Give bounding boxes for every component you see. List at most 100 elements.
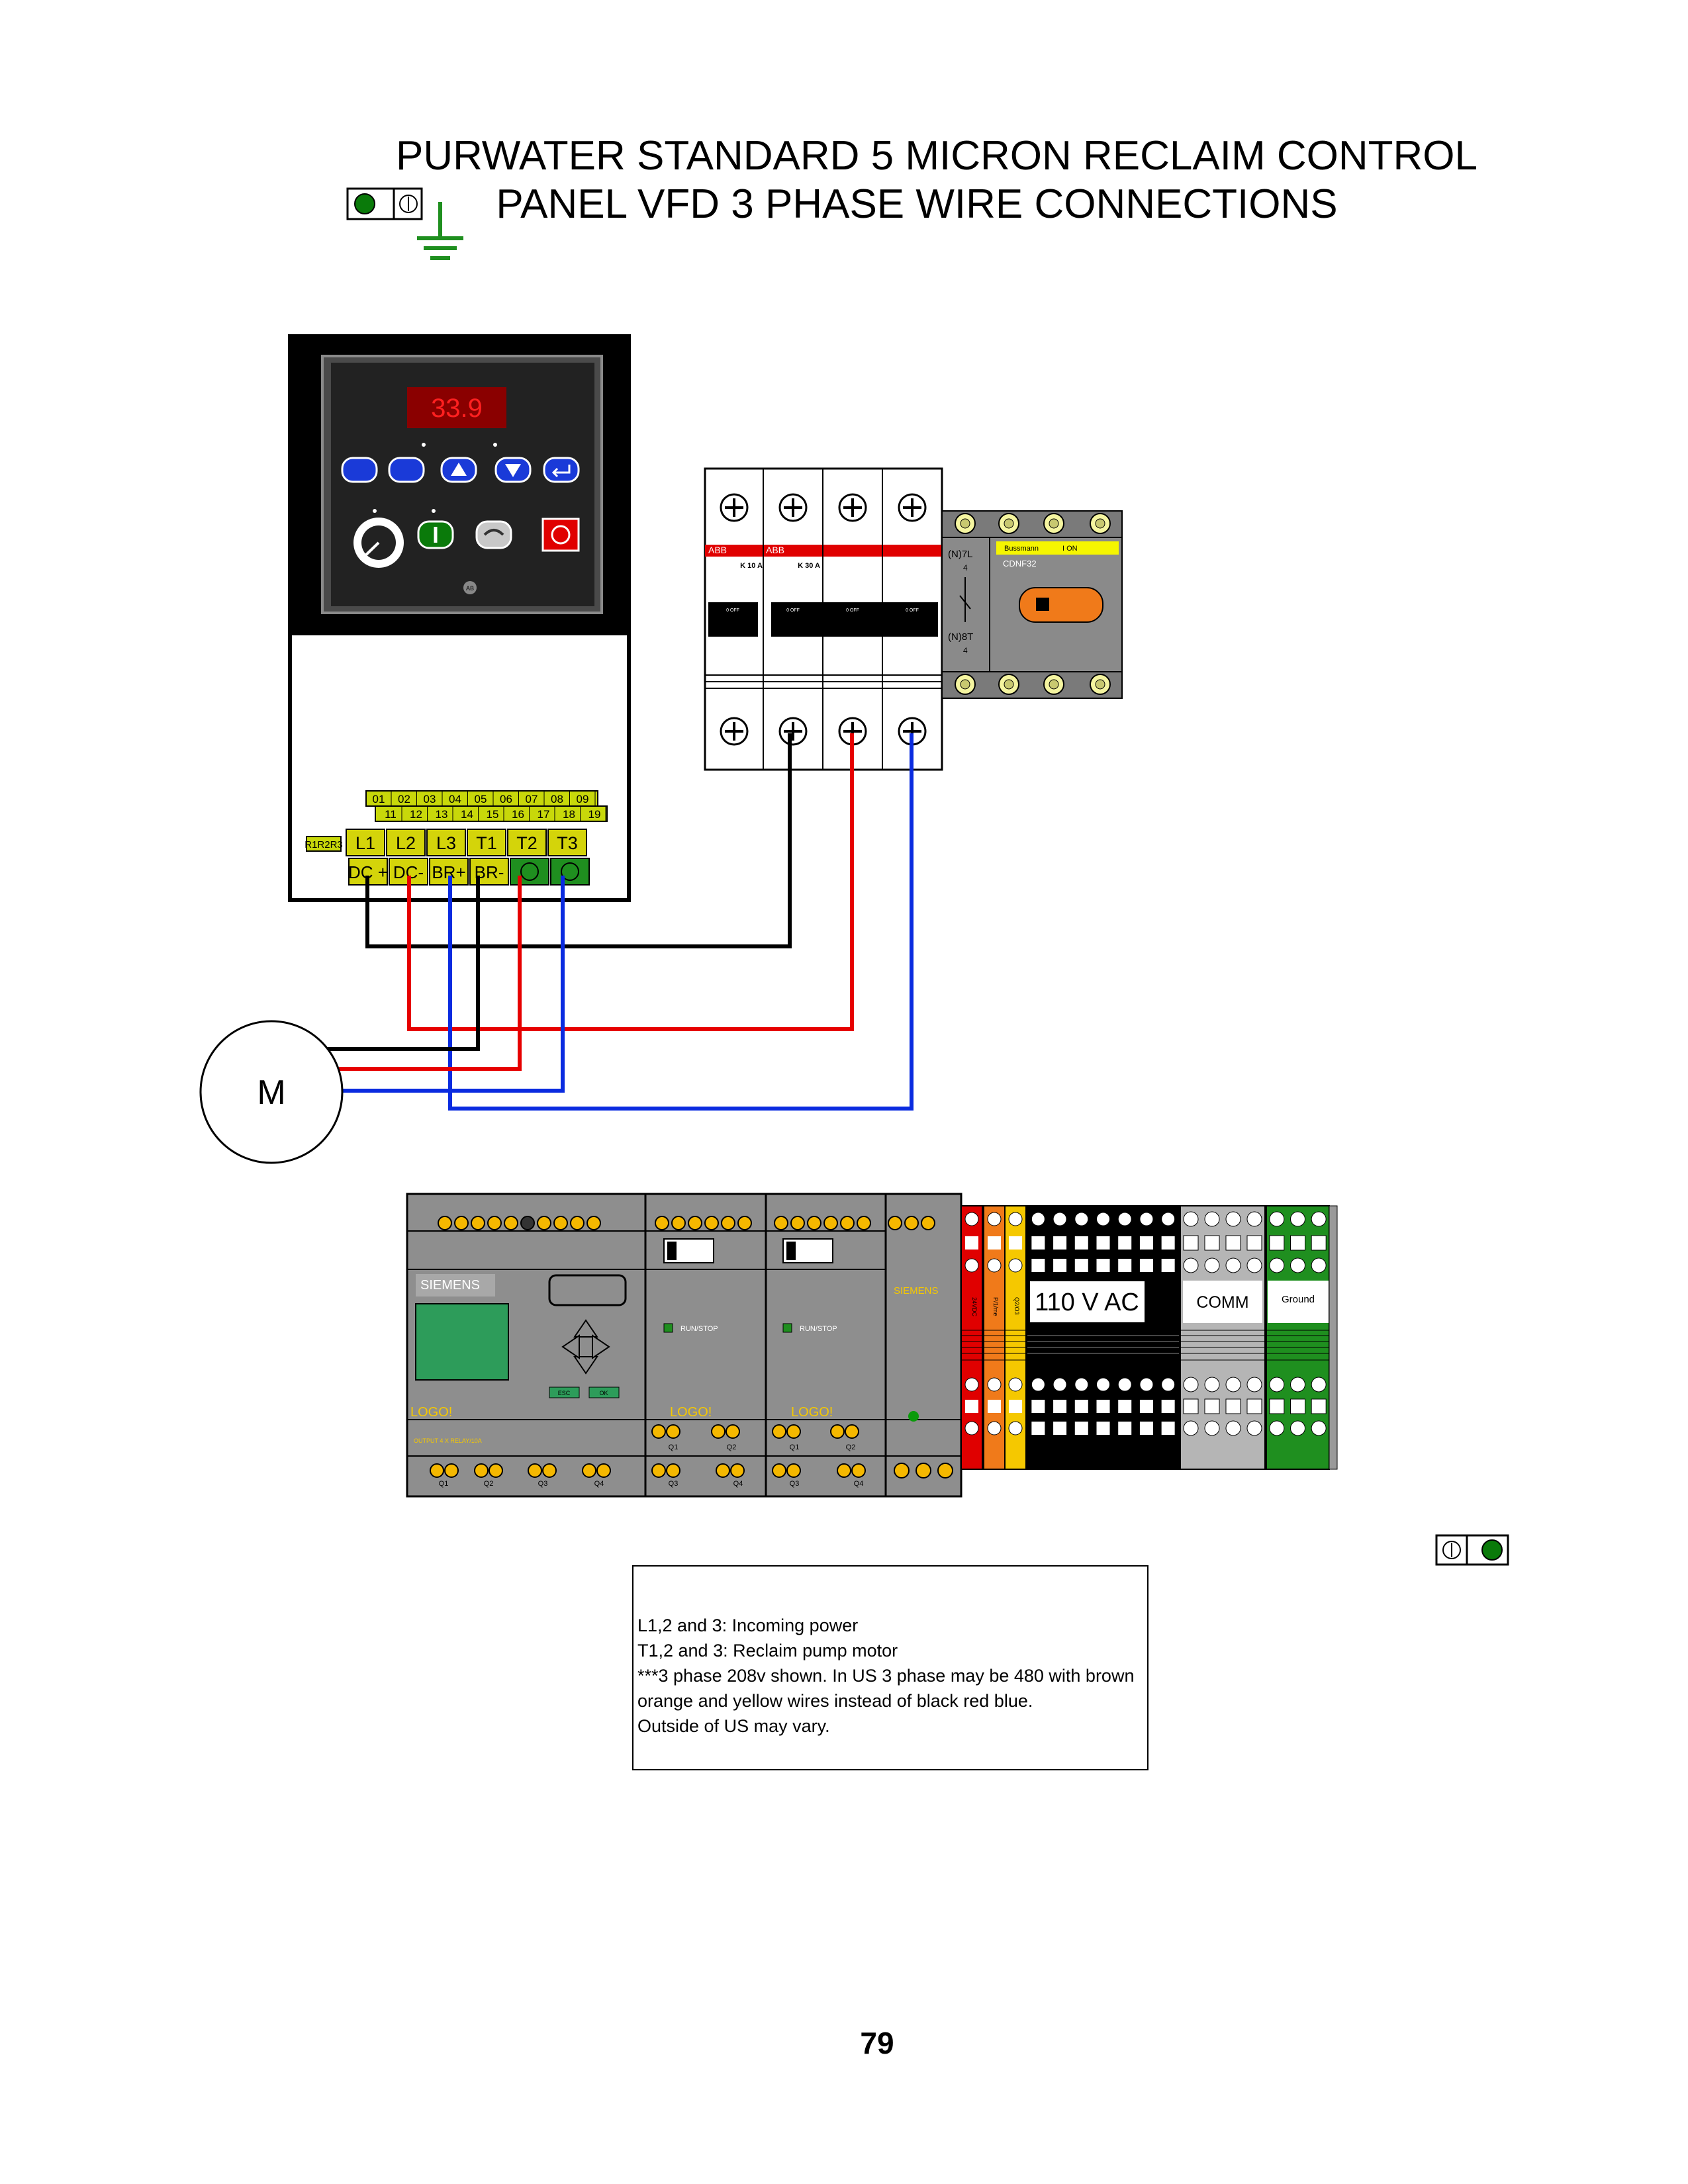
plc-q-label: Q3 bbox=[790, 1480, 800, 1488]
terminal-slot-icon bbox=[1053, 1400, 1067, 1413]
terminal-screw-icon bbox=[1139, 1377, 1154, 1392]
plc-output-terminal bbox=[542, 1463, 557, 1478]
terminal-screw-icon bbox=[1117, 1212, 1132, 1226]
comm-terminal-label: COMM bbox=[1196, 1293, 1248, 1312]
terminal-slot-icon bbox=[1290, 1235, 1305, 1251]
plc-down-key[interactable] bbox=[573, 1356, 598, 1375]
plc-input-terminal bbox=[655, 1216, 669, 1230]
plc-output-terminal bbox=[786, 1424, 801, 1439]
plc-brand: SIEMENS bbox=[420, 1278, 480, 1293]
contactor-toggle[interactable] bbox=[1019, 587, 1103, 623]
plc-output-terminal bbox=[666, 1463, 680, 1478]
terminal-screw-icon bbox=[1290, 1211, 1305, 1227]
terminal-screw-icon bbox=[1183, 1211, 1199, 1227]
vfd-stop-button[interactable] bbox=[541, 518, 580, 552]
plc-run-stop-1: RUN/STOP bbox=[680, 1325, 718, 1333]
control-terminal-bottom: 11 bbox=[385, 808, 397, 821]
plc-output-terminal bbox=[651, 1424, 666, 1439]
control-terminal-top: 09 bbox=[577, 793, 589, 805]
terminal-screw-icon bbox=[964, 1421, 979, 1435]
plc-output-terminal bbox=[651, 1463, 666, 1478]
terminal-slot-icon bbox=[988, 1400, 1001, 1413]
breaker-rating-2: K 30 A bbox=[798, 562, 820, 570]
power-terminal-label: T1 bbox=[476, 833, 497, 853]
terminal-slot-icon bbox=[1096, 1259, 1110, 1272]
power-terminal[interactable] bbox=[386, 829, 426, 856]
plc-up-key[interactable] bbox=[573, 1319, 598, 1338]
brand-logo-icon bbox=[463, 581, 477, 594]
terminal-slot-icon bbox=[1290, 1398, 1305, 1414]
terminal-slot-icon bbox=[1311, 1398, 1327, 1414]
contactor-left-top-label: (N)7L bbox=[948, 549, 973, 560]
plc-left-key[interactable] bbox=[561, 1334, 580, 1359]
vfd-escape-button[interactable] bbox=[388, 457, 425, 483]
plc-ok-key[interactable] bbox=[588, 1387, 620, 1398]
terminal-slot-icon bbox=[1031, 1236, 1045, 1250]
vfd-reverse-button[interactable] bbox=[475, 520, 512, 549]
breaker-off-label: 0 OFF bbox=[786, 608, 800, 613]
arrow-down-icon bbox=[505, 464, 521, 477]
breaker-off-label: 0 OFF bbox=[846, 608, 859, 613]
plc-esc-key[interactable] bbox=[549, 1387, 580, 1398]
terminal-slot-icon bbox=[1009, 1236, 1022, 1250]
power-terminal[interactable] bbox=[467, 829, 506, 856]
plc-logo-3: LOGO! bbox=[791, 1405, 833, 1420]
plc-input-terminal bbox=[487, 1216, 502, 1230]
terminal-screw-icon bbox=[1269, 1420, 1285, 1436]
plc-output-terminal bbox=[851, 1463, 866, 1478]
plc-right-key[interactable] bbox=[592, 1334, 610, 1359]
note-line-3: ***3 phase 208v shown. In US 3 phase may… bbox=[637, 1666, 1135, 1711]
plc-output-terminal bbox=[716, 1463, 730, 1478]
terminal-screw-icon bbox=[1053, 1377, 1067, 1392]
ground-icon bbox=[417, 202, 463, 260]
breaker-handle-1[interactable] bbox=[708, 602, 758, 637]
plc-input-terminal bbox=[520, 1216, 535, 1230]
power-terminal[interactable] bbox=[547, 829, 587, 856]
terminal-screw-icon bbox=[1183, 1257, 1199, 1273]
contactor-model: CDNF32 bbox=[1003, 559, 1037, 569]
vfd-select-button[interactable] bbox=[341, 457, 378, 483]
plc-modules: SIEMENS ESC OK LOGO! LOGO! LOGO! OUTPUT … bbox=[406, 1193, 962, 1498]
terminal-screw-icon bbox=[520, 862, 539, 881]
power-terminal-label: L3 bbox=[436, 833, 456, 853]
vfd-enter-button[interactable] bbox=[543, 457, 580, 483]
speed-potentiometer-icon[interactable] bbox=[353, 518, 404, 568]
power-terminal[interactable] bbox=[346, 829, 385, 856]
plc-q-label: Q1 bbox=[669, 1443, 679, 1451]
power-terminal[interactable] bbox=[507, 829, 547, 856]
terminal-screw-icon bbox=[1183, 1377, 1199, 1392]
plc-input-terminal bbox=[737, 1216, 752, 1230]
plc-input-terminal bbox=[823, 1216, 838, 1230]
terminal-screw-icon bbox=[1269, 1377, 1285, 1392]
contactor-left-top-num: 4 bbox=[963, 563, 968, 572]
terminal-slot-icon bbox=[1225, 1235, 1241, 1251]
terminal-screw-icon bbox=[1204, 1211, 1220, 1227]
breaker-handle-2[interactable] bbox=[771, 602, 938, 637]
plc-output-terminal bbox=[666, 1424, 680, 1439]
terminal-screw-icon bbox=[987, 1212, 1002, 1226]
plc-input-terminal bbox=[537, 1216, 551, 1230]
terminal-screw-icon bbox=[1161, 1212, 1176, 1226]
dc-terminal[interactable] bbox=[348, 858, 388, 886]
dc-terminal[interactable] bbox=[469, 858, 509, 886]
power-terminal[interactable] bbox=[426, 829, 466, 856]
terminal-screw-icon bbox=[987, 1421, 1002, 1435]
ac-terminal-label: 110 V AC bbox=[1035, 1289, 1139, 1316]
plc-power-terminal bbox=[937, 1463, 953, 1479]
brand-mark: AB bbox=[466, 585, 474, 592]
plc-input-terminal bbox=[704, 1216, 719, 1230]
terminal-screw-icon bbox=[964, 1377, 979, 1392]
terminal-screw-icon bbox=[1311, 1377, 1327, 1392]
control-terminal-top: 08 bbox=[551, 793, 563, 805]
plc-output-terminal bbox=[474, 1463, 489, 1478]
terminal-screw-icon bbox=[1139, 1212, 1154, 1226]
terminal-blocks: 110 V AC COMM Ground 24VDC P/1/me Q2/O3 bbox=[961, 1205, 1338, 1470]
terminal-screw-icon bbox=[964, 1258, 979, 1273]
terminal-slot-icon bbox=[1053, 1236, 1067, 1250]
terminal-screw-icon bbox=[1031, 1377, 1045, 1392]
terminal-screw-icon bbox=[1269, 1257, 1285, 1273]
control-terminal-top: 04 bbox=[449, 793, 461, 805]
plc-q-label: Q4 bbox=[733, 1480, 743, 1488]
plc-input-terminal bbox=[888, 1216, 902, 1230]
